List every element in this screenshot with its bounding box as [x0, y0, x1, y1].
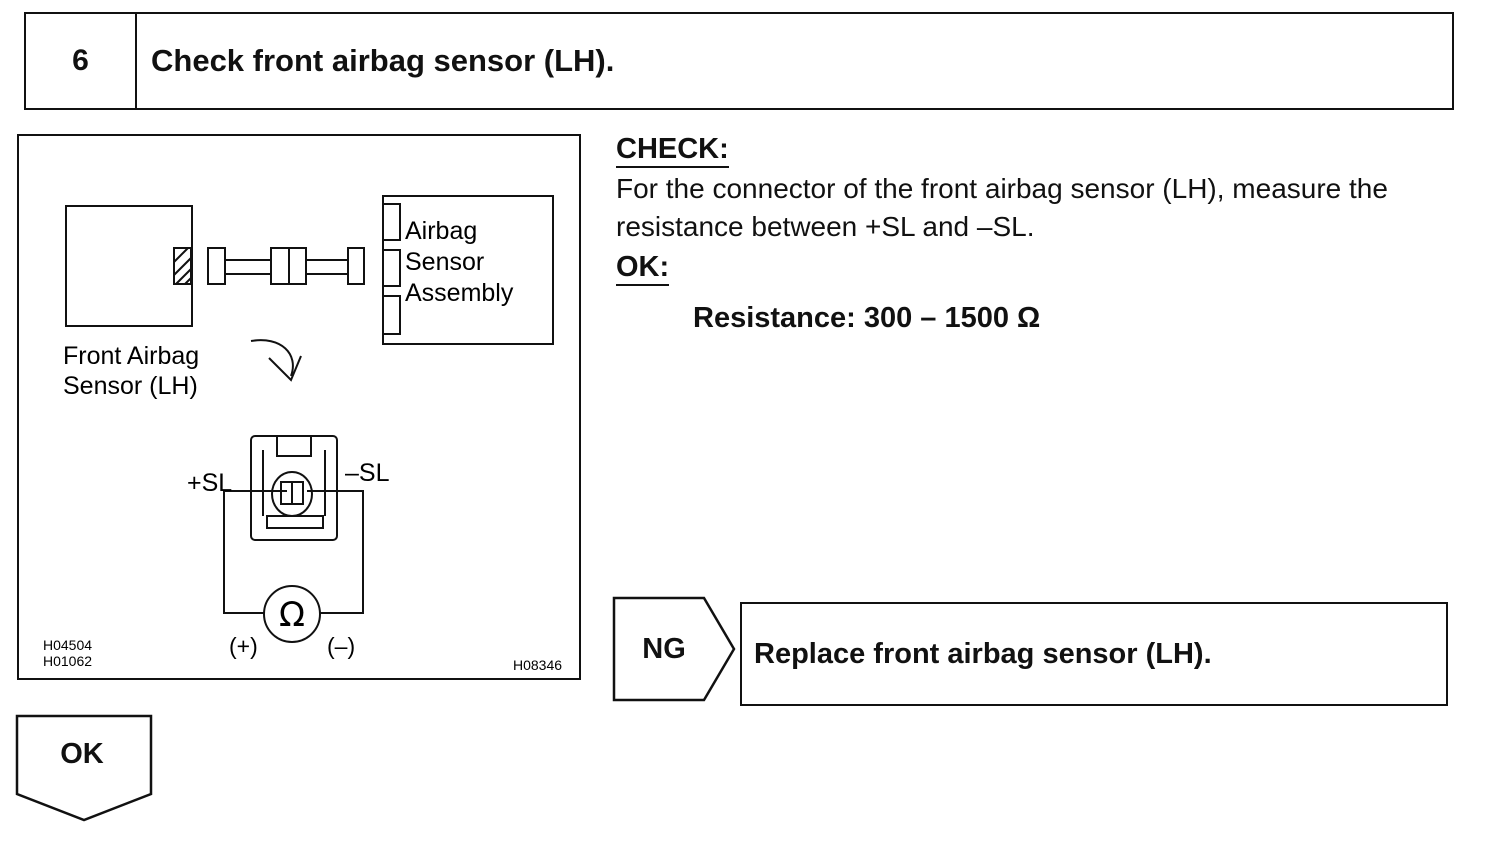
ohmmeter-circle [263, 585, 321, 643]
figure-code-3: H08346 [513, 657, 562, 673]
step-title: Check front airbag sensor (LH). [151, 43, 615, 78]
ok-arrow-shape [15, 714, 153, 822]
connector-face-icon [250, 435, 338, 541]
connector-diagram: Airbag Sensor Assembly Front Airbag Sens… [43, 195, 562, 673]
check-line-2: resistance between +SL and –SL. [616, 211, 1035, 242]
terminal-minus-label: –SL [345, 459, 390, 487]
resistance-spec: Resistance: 300 – 1500 Ω [693, 302, 1041, 334]
figure-code-2: H01062 [43, 653, 92, 669]
meter-lead-wires [223, 490, 364, 614]
probe-minus-label: (–) [327, 633, 355, 659]
step-number: 6 [26, 14, 137, 108]
ng-label: NG [642, 632, 686, 665]
check-instructions: CHECK: For the connector of the front ai… [616, 132, 1476, 336]
sensor-connector-hatch [173, 247, 192, 285]
ohm-symbol: Ω [279, 595, 305, 635]
front-sensor-label-line2: Sensor (LH) [63, 372, 198, 400]
front-sensor-label-line1: Front Airbag [63, 342, 199, 370]
ng-action-box: Replace front airbag sensor (LH). [740, 602, 1448, 706]
illustration-panel: Airbag Sensor Assembly Front Airbag Sens… [17, 134, 581, 680]
ok-label: OK [60, 737, 104, 770]
check-heading: CHECK: [616, 132, 729, 168]
ok-heading: OK: [616, 250, 670, 286]
wire-harness [207, 247, 365, 285]
ng-arrow-shape [612, 596, 736, 702]
ng-action-text: Replace front airbag sensor (LH). [754, 637, 1212, 670]
assembly-label-line1: Airbag [405, 217, 477, 245]
assembly-label-line2: Sensor [405, 248, 484, 276]
assembly-label-line3: Assembly [405, 279, 514, 307]
terminal-plus-label: +SL [187, 469, 232, 497]
step-header: 6 Check front airbag sensor (LH). [24, 12, 1454, 110]
figure-code-1: H04504 [43, 637, 92, 653]
check-line-1: For the connector of the front airbag se… [616, 173, 1388, 204]
probe-plus-label: (+) [229, 633, 258, 659]
curved-arrow-icon [250, 339, 302, 382]
